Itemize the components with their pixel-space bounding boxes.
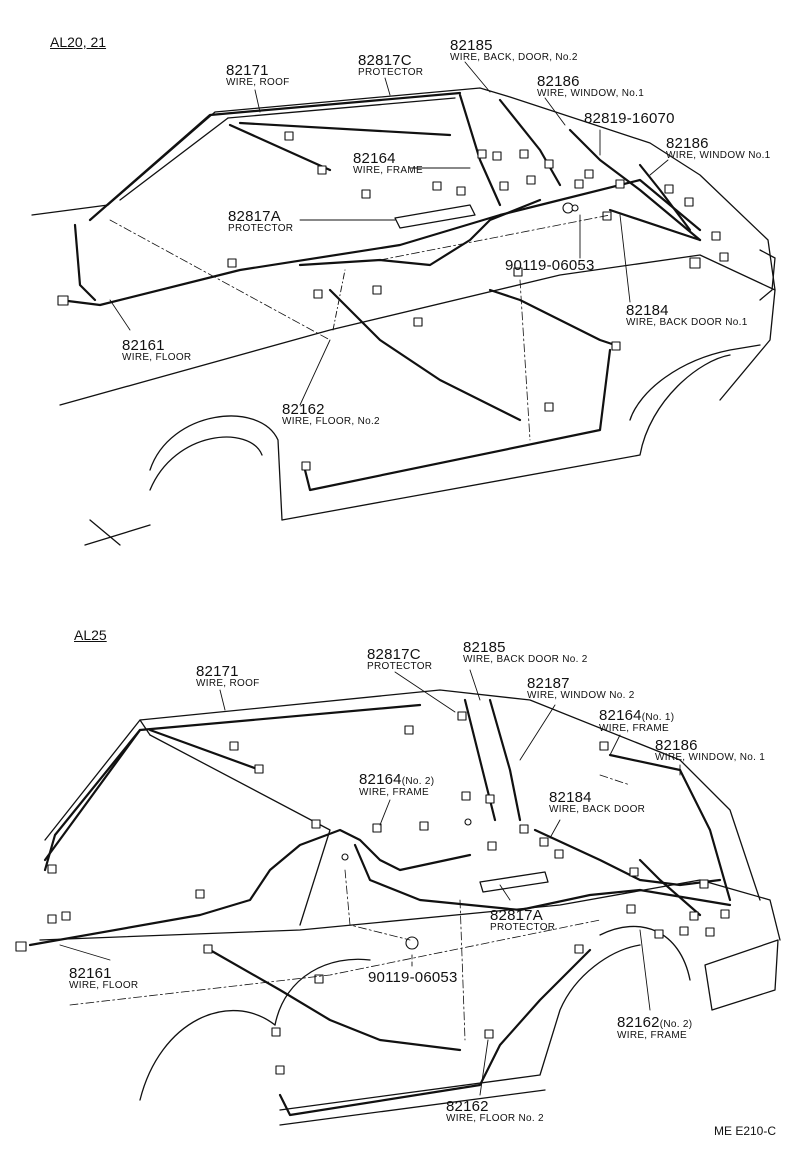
callout-upper-82186-a: 82186 WIRE, WINDOW, No.1 xyxy=(537,74,644,99)
callout-lower-82164-no1: 82164(No. 1) WIRE, FRAME xyxy=(599,708,674,734)
part-suffix: (No. 2) xyxy=(659,1019,693,1030)
part-description: WIRE, FRAME xyxy=(599,723,669,734)
callout-upper-82162: 82162 WIRE, FLOOR, No.2 xyxy=(282,402,380,427)
callout-lower-82186: 82186 WIRE, WINDOW, No. 1 xyxy=(655,738,765,763)
callout-upper-90119-06053: 90119-06053 xyxy=(505,258,595,273)
lower-harness-routing xyxy=(28,698,732,1117)
part-description: PROTECTOR xyxy=(228,223,294,234)
callout-lower-82187: 82187 WIRE, WINDOW No. 2 xyxy=(527,676,635,701)
callout-upper-82164: 82164 WIRE, FRAME xyxy=(353,151,423,176)
part-number: 82171 xyxy=(226,62,269,79)
part-description: WIRE, FLOOR, No.2 xyxy=(282,416,380,427)
upper-connectors xyxy=(57,131,729,471)
part-description: WIRE, BACK DOOR No.1 xyxy=(626,317,748,328)
part-number: 82161 xyxy=(69,965,112,982)
callout-lower-82185: 82185 WIRE, BACK DOOR No. 2 xyxy=(463,640,588,665)
lower-leader-lines xyxy=(59,669,681,1096)
part-number-row: 82162(No. 2) xyxy=(617,1015,692,1031)
part-number: 82186 xyxy=(666,135,709,152)
section-title-lower: AL25 xyxy=(74,627,107,643)
part-description: WIRE, ROOF xyxy=(226,77,290,88)
callout-lower-82817a: 82817A PROTECTOR xyxy=(490,908,555,933)
part-description: PROTECTOR xyxy=(367,661,433,672)
part-description: WIRE, BACK DOOR xyxy=(549,804,646,815)
part-description: PROTECTOR xyxy=(490,922,556,933)
callout-lower-82171: 82171 WIRE, ROOF xyxy=(196,664,260,689)
part-number: 82185 xyxy=(463,639,506,656)
part-description: WIRE, FLOOR xyxy=(69,980,139,991)
callout-upper-82186-b: 82186 WIRE, WINDOW No.1 xyxy=(666,136,771,161)
callout-upper-82817a: 82817A PROTECTOR xyxy=(228,209,293,234)
part-number: 82819-16070 xyxy=(584,110,675,127)
part-description: WIRE, WINDOW, No.1 xyxy=(537,88,645,99)
part-number-row: 82164(No. 1) xyxy=(599,708,674,724)
part-number: 82184 xyxy=(549,789,592,806)
part-number: 82162 xyxy=(617,1014,660,1031)
part-number: 82164 xyxy=(359,771,402,788)
callout-lower-90119-06053: 90119-06053 xyxy=(368,970,458,985)
part-description: WIRE, BACK, DOOR, No.2 xyxy=(450,52,578,63)
callout-lower-82184: 82184 WIRE, BACK DOOR xyxy=(549,790,645,815)
part-number: 82817C xyxy=(367,646,421,663)
part-number-row: 82164(No. 2) xyxy=(359,772,434,788)
part-suffix: (No. 1) xyxy=(641,712,675,723)
part-number: 82186 xyxy=(655,737,698,754)
part-number: 82185 xyxy=(450,37,493,54)
part-description: WIRE, FLOOR xyxy=(122,352,192,363)
part-number: 82162 xyxy=(282,401,325,418)
part-number: 90119-06053 xyxy=(505,257,595,274)
part-description: WIRE, FRAME xyxy=(353,165,423,176)
callout-upper-82171: 82171 WIRE, ROOF xyxy=(226,63,290,88)
callout-lower-82162-no2: 82162(No. 2) WIRE, FRAME xyxy=(617,1015,692,1041)
part-number: 82817A xyxy=(228,208,281,225)
part-number: 82184 xyxy=(626,302,669,319)
part-number: 82162 xyxy=(446,1098,489,1115)
part-description: WIRE, FRAME xyxy=(359,787,429,798)
part-number: 82817C xyxy=(358,52,412,69)
callout-lower-82164-no2: 82164(No. 2) WIRE, FRAME xyxy=(359,772,434,798)
part-description: PROTECTOR xyxy=(358,67,424,78)
upper-car-body xyxy=(31,87,776,546)
figure-reference: ME E210-C xyxy=(714,1124,777,1138)
part-number: 90119-06053 xyxy=(368,969,458,986)
part-number: 82187 xyxy=(527,675,570,692)
part-number: 82161 xyxy=(122,337,165,354)
callout-upper-82819-16070: 82819-16070 xyxy=(584,111,675,126)
part-description: WIRE, ROOF xyxy=(196,678,260,689)
callout-upper-82184: 82184 WIRE, BACK DOOR No.1 xyxy=(626,303,748,328)
part-description: WIRE, WINDOW No.1 xyxy=(666,150,771,161)
part-number: 82164 xyxy=(353,150,396,167)
part-description: WIRE, BACK DOOR No. 2 xyxy=(463,654,588,665)
upper-leader-lines xyxy=(109,61,669,406)
part-suffix: (No. 2) xyxy=(401,776,435,787)
callout-lower-82817c: 82817C PROTECTOR xyxy=(367,647,432,672)
section-title-upper: AL20, 21 xyxy=(50,34,107,50)
part-number: 82171 xyxy=(196,663,239,680)
lower-connectors xyxy=(15,711,730,1075)
part-description: WIRE, WINDOW, No. 1 xyxy=(655,752,766,763)
part-description: WIRE, FRAME xyxy=(617,1030,687,1041)
reference-lines xyxy=(69,214,631,1041)
callout-upper-82185: 82185 WIRE, BACK, DOOR, No.2 xyxy=(450,38,578,63)
callout-lower-82161: 82161 WIRE, FLOOR xyxy=(69,966,138,991)
callout-upper-82161: 82161 WIRE, FLOOR xyxy=(122,338,191,363)
part-number: 82186 xyxy=(537,73,580,90)
part-number: 82817A xyxy=(490,907,543,924)
callout-lower-82162: 82162 WIRE, FLOOR No. 2 xyxy=(446,1099,544,1124)
callout-upper-82817c: 82817C PROTECTOR xyxy=(358,53,423,78)
part-number: 82164 xyxy=(599,707,642,724)
upper-harness-routing xyxy=(58,91,702,492)
part-description: WIRE, WINDOW No. 2 xyxy=(527,690,635,701)
part-description: WIRE, FLOOR No. 2 xyxy=(446,1113,544,1124)
